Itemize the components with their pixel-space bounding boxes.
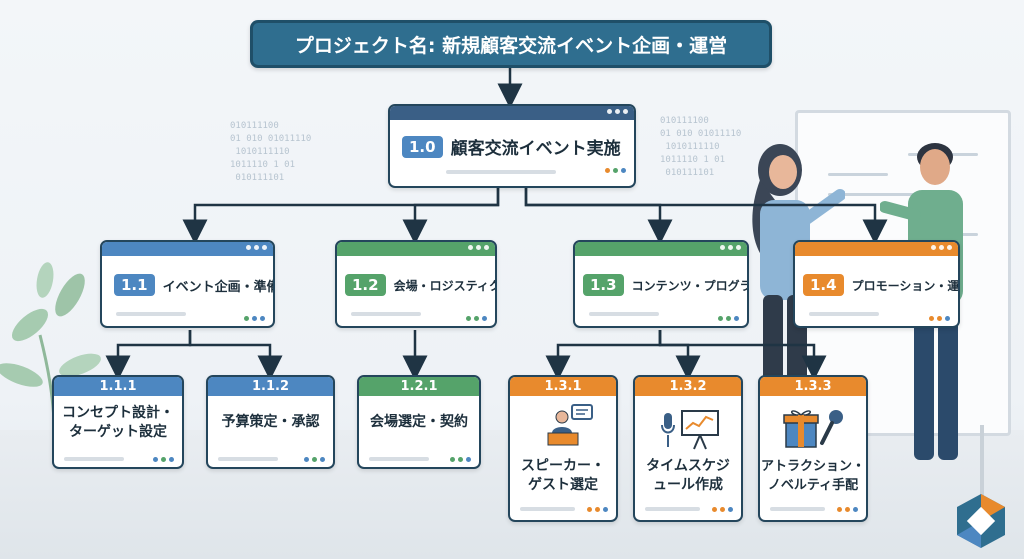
- node-1-3[interactable]: 1.3 コンテンツ・プログラム: [573, 240, 749, 328]
- node-id-badge: 1.4: [803, 274, 844, 296]
- node-1-3-1[interactable]: 1.3.1 スピーカー・ゲスト選定: [508, 375, 618, 522]
- node-label-line1: アトラクション・: [760, 459, 865, 474]
- node-label: 会場・ロジスティクス: [393, 278, 495, 293]
- node-id: 1.3.3: [760, 377, 866, 396]
- node-label: プロモーション・運営: [851, 278, 960, 293]
- node-1-3-2[interactable]: 1.3.2 タイムスケジュール作成: [633, 375, 743, 522]
- node-label-line1: 予算策定・承認: [221, 414, 320, 430]
- node-1-1[interactable]: 1.1 イベント企画・準備: [100, 240, 275, 328]
- project-title: プロジェクト名: 新規顧客交流イベント企画・運営: [250, 20, 772, 68]
- node-1-2-1[interactable]: 1.2.1 会場選定・契約: [357, 375, 481, 469]
- brand-logo-icon: [957, 494, 1005, 548]
- node-1-2[interactable]: 1.2 会場・ロジスティクス: [335, 240, 497, 328]
- speaker-podium-icon: [547, 404, 593, 446]
- decorative-binary-left: 010111100 01 010 01011110 1010111110 101…: [230, 121, 312, 183]
- node-label-line2: ノベルティ手配: [767, 478, 859, 493]
- node-label: 顧客交流イベント実施: [450, 139, 621, 159]
- node-id: 1.2.1: [359, 377, 479, 396]
- node-id: 1.3.1: [510, 377, 616, 396]
- microphone-board-icon: [661, 410, 719, 450]
- node-id: 1.3.2: [635, 377, 741, 396]
- node-1-1-1[interactable]: 1.1.1 コンセプト設計・ターゲット設定: [52, 375, 184, 469]
- node-label-line2: ゲスト選定: [528, 477, 598, 493]
- node-id: 1.1.1: [54, 377, 182, 396]
- node-label-line1: タイムスケジ: [646, 458, 730, 474]
- node-label-line1: 会場選定・契約: [370, 414, 468, 430]
- node-label: コンテンツ・プログラム: [631, 278, 747, 293]
- decorative-binary-right: 010111100 01 010 01011110 1010111110 101…: [660, 116, 742, 178]
- gift-microphone-icon: [783, 410, 843, 448]
- whiteboard-leg: [980, 425, 984, 535]
- node-1-1-2[interactable]: 1.1.2 予算策定・承認: [206, 375, 335, 469]
- node-label: イベント企画・準備: [162, 279, 275, 295]
- node-id: 1.1.2: [208, 377, 333, 396]
- node-id-badge: 1.2: [345, 274, 386, 296]
- node-1-0[interactable]: 1.0 顧客交流イベント実施: [388, 104, 636, 188]
- node-label-line2: ターゲット設定: [69, 424, 167, 440]
- node-label-line2: ュール作成: [653, 477, 723, 493]
- node-label-line1: コンセプト設計・: [62, 405, 174, 421]
- plant-icon: [0, 262, 101, 455]
- node-id-badge: 1.3: [583, 274, 624, 296]
- node-1-4[interactable]: 1.4 プロモーション・運営: [793, 240, 960, 328]
- node-label-line1: スピーカー・: [521, 458, 605, 474]
- node-id-badge: 1.1: [114, 274, 155, 296]
- node-id-badge: 1.0: [402, 135, 443, 158]
- node-1-3-3[interactable]: 1.3.3 アトラクション・ノベルティ手配: [758, 375, 868, 522]
